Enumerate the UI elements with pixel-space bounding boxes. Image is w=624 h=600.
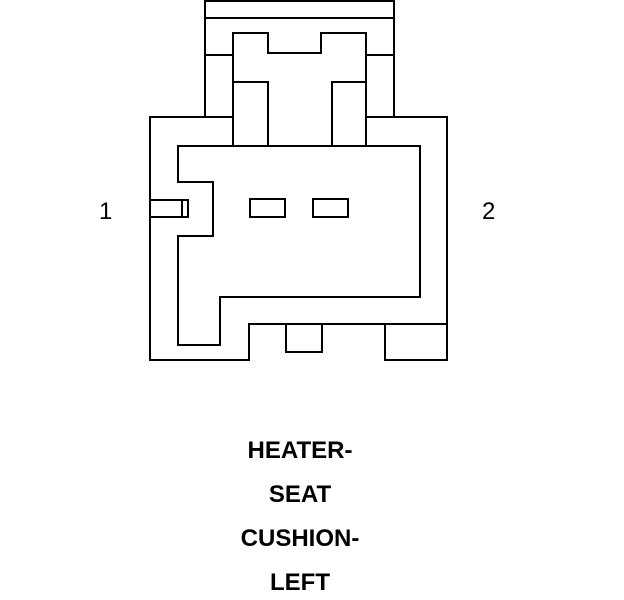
caption-line-1: HEATER- <box>247 437 353 464</box>
terminal-cavity-1 <box>249 198 286 218</box>
caption-line-4: LEFT <box>270 569 330 596</box>
latch-profile <box>232 32 367 117</box>
caption-line-3: CUSHION- <box>240 525 360 552</box>
latch-inner-profile <box>233 81 366 147</box>
side-latch-slot <box>150 199 189 218</box>
terminal-cavity-2 <box>312 198 349 218</box>
keying-notch <box>285 323 323 353</box>
housing-inner-cavity <box>177 145 421 346</box>
locking-tab-top-rail <box>204 0 395 19</box>
pin-label-1: 1 <box>99 198 113 225</box>
pin-label-2: 2 <box>482 198 496 225</box>
caption-line-2: SEAT <box>268 481 332 508</box>
